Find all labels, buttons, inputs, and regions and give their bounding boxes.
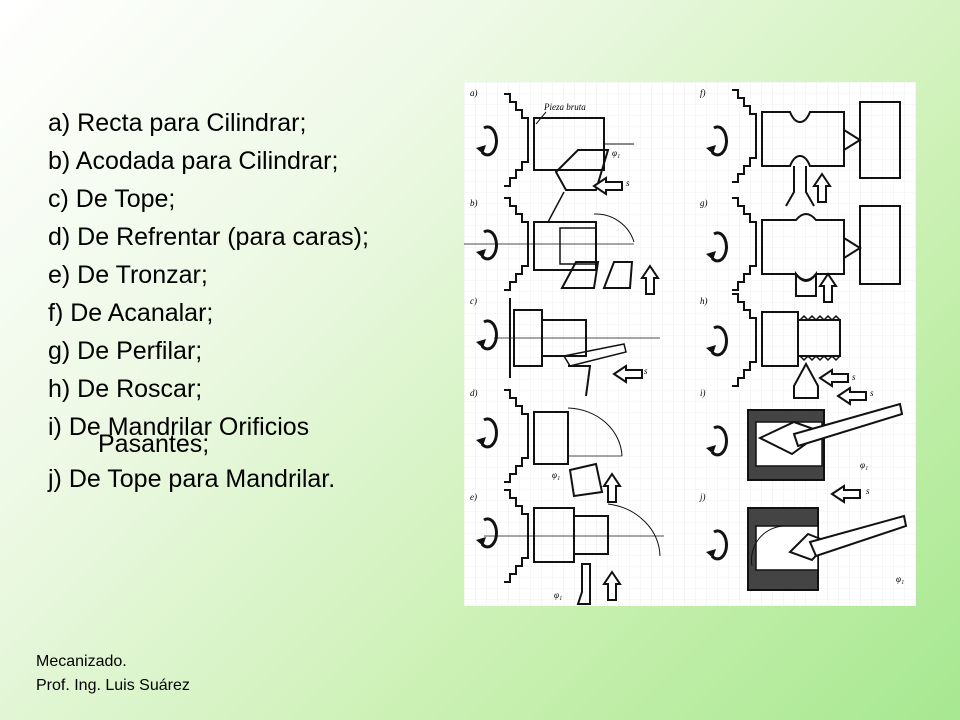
list-item: j) De Tope para Mandrilar. [48,460,478,498]
angle-label: φ₁ [860,460,868,470]
list-item-text: i) De Mandrilar Orificios [48,413,310,441]
panel-c: c) s [470,296,660,397]
panel-i: i) s φ₁ [700,387,904,481]
footer: Mecanizado. Prof. Ing. Luis Suárez [36,650,190,698]
panel-letter: i) [700,388,706,398]
list-item: d) De Refrentar (para caras); [48,218,478,256]
panel-g: g) [700,197,901,303]
angle-label: φ₁ [552,470,560,480]
panel-e: e) φ₁ [470,489,664,605]
feed-label: s [870,388,874,398]
lathe-tools-figure: a) Pieza bruta s φ₁ b) [464,82,916,606]
panel-letter: b) [470,198,478,208]
angle-label: φ₁ [554,590,562,600]
footer-course: Mecanizado. [36,653,127,670]
panel-letter: g) [700,198,708,208]
list-item: i) De Mandrilar Orificios Pasantes; [48,408,478,458]
list-item-text: c) De Tope; [48,185,176,213]
feed-label: s [852,372,856,382]
panel-letter: d) [470,388,478,398]
list-item: e) De Tronzar; [48,256,478,294]
lathe-tools-diagram: a) Pieza bruta s φ₁ b) [464,82,916,606]
list-item: a) Recta para Cilindrar; [48,104,478,142]
list-item: f) De Acanalar; [48,294,478,332]
list-item-text: e) De Tronzar; [48,261,208,289]
list-item-text: f) De Acanalar; [48,299,214,327]
panel-f: f) [700,88,901,207]
list-item: b) Acodada para Cilindrar; [48,142,478,180]
panel-letter: a) [470,88,478,98]
list-item-text: j) De Tope para Mandrilar. [48,465,336,493]
list-item-text: h) De Roscar; [48,375,203,403]
panel-b: b) [464,197,659,295]
list-item: g) De Perfilar; [48,332,478,370]
panel-letter: j) [699,492,706,502]
list-item-text: g) De Perfilar; [48,337,203,365]
panel-letter: h) [700,296,708,306]
panel-letter: c) [470,296,477,306]
panel-letter: f) [700,88,706,98]
panel-j: j) s φ₁ [699,485,908,591]
list-item-text: d) De Refrentar (para caras); [48,223,369,251]
list-item: c) De Tope; [48,180,478,218]
footer-author: Prof. Ing. Luis Suárez [36,677,190,694]
list-item-text: b) Acodada para Cilindrar; [48,147,339,175]
feed-label: s [626,178,630,188]
list-item: h) De Roscar; [48,370,478,408]
list-item-text: a) Recta para Cilindrar; [48,109,307,137]
angle-label: φ₁ [896,574,904,584]
feed-label: s [644,366,648,376]
tool-types-list: a) Recta para Cilindrar; b) Acodada para… [48,104,478,498]
panel-a: a) Pieza bruta s φ₁ [470,88,634,223]
panel-h: h) s [700,293,856,399]
angle-label: φ₁ [612,148,620,158]
panel-d: d) φ₁ [470,388,623,503]
panel-letter: e) [470,492,477,502]
pieza-label: Pieza bruta [543,102,586,112]
list-item-continuation: Pasantes; [98,430,210,458]
feed-label: s [866,486,870,496]
